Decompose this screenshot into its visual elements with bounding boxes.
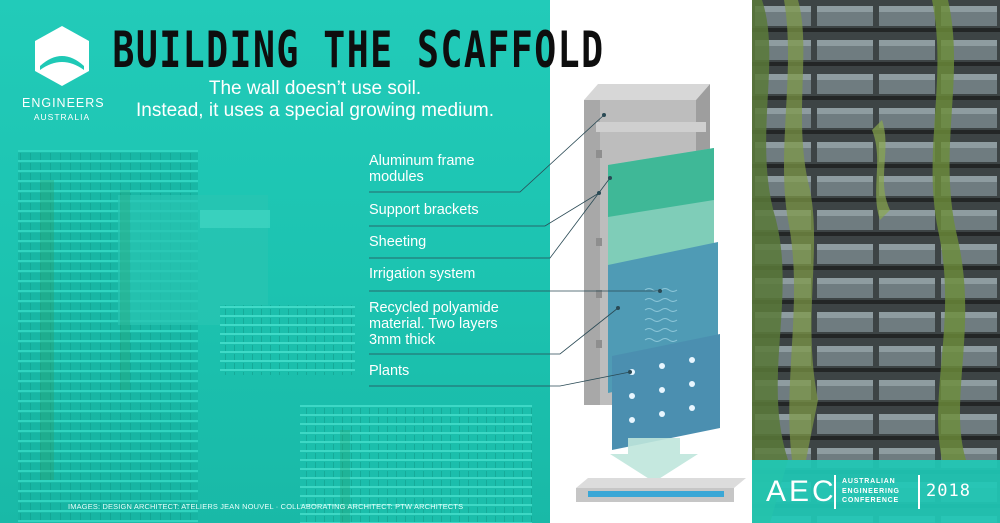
layer-label-line: Aluminum frame	[369, 153, 475, 169]
layer-label-aluminum-frame: Aluminum frame modules	[369, 153, 475, 185]
bracket-top	[596, 122, 706, 132]
layer-label-line: Support brackets	[369, 202, 479, 218]
badge-divider	[834, 475, 836, 509]
subtitle-line1: The wall doesn’t use soil.	[208, 78, 422, 99]
layer-label-line: modules	[369, 169, 424, 185]
frame-top	[584, 84, 710, 100]
logo-text-line1: ENGINEERS	[22, 96, 105, 110]
layer-label-irrigation: Irrigation system	[369, 266, 475, 282]
layer-label-line: Recycled polyamide	[369, 300, 499, 316]
layer-label-line: Plants	[369, 363, 410, 379]
layer-label-support-brackets: Support brackets	[369, 202, 479, 218]
layer-label-sheeting: Sheeting	[369, 234, 426, 250]
conference-name-line: AUSTRALIAN	[842, 478, 896, 485]
conference-year: 2018	[926, 481, 971, 501]
badge-divider	[918, 475, 920, 509]
arrow-down-icon	[610, 438, 698, 482]
green-wall-photo	[752, 0, 1000, 523]
layer-label-line: Sheeting	[369, 234, 427, 250]
tower-rendering	[18, 150, 532, 523]
conference-name-line: ENGINEERING	[842, 487, 900, 495]
layer-label-line: material. Two layers	[369, 316, 498, 332]
plant-icons	[629, 357, 695, 423]
hexagon-logo-icon	[35, 26, 89, 86]
layer-label-line: Irrigation system	[369, 266, 476, 282]
layer-label-polyamide: Recycled polyamide material. Two layers …	[369, 300, 499, 348]
aec-mark: AEC	[766, 475, 837, 508]
logo-text-line2: AUSTRALIA	[33, 112, 91, 122]
conference-name: AUSTRALIAN ENGINEERING CONFERENCE	[842, 477, 900, 506]
conference-name-line: CONFERENCE	[842, 497, 900, 504]
aec-2018-badge: AEC AUSTRALIAN ENGINEERING CONFERENCE 20…	[752, 460, 1000, 523]
plants-panel	[612, 334, 720, 450]
layer-label-line: 3mm thick	[369, 332, 436, 348]
image-credits: IMAGES: DESIGN ARCHITECT: ATELIERS JEAN …	[68, 502, 464, 511]
building-facade-photo	[752, 0, 1000, 523]
subtitle-line2: Instead, it uses a special growing mediu…	[135, 100, 494, 121]
page-title: BUILDING THE SCAFFOLD	[112, 21, 605, 79]
tower-rendering-panel: ENGINEERS AUSTRALIA The wall doesn’t use…	[0, 0, 550, 523]
layer-label-plants: Plants	[369, 363, 409, 379]
frame-side	[584, 100, 600, 405]
engineers-australia-logo: ENGINEERS AUSTRALIA	[22, 24, 105, 122]
